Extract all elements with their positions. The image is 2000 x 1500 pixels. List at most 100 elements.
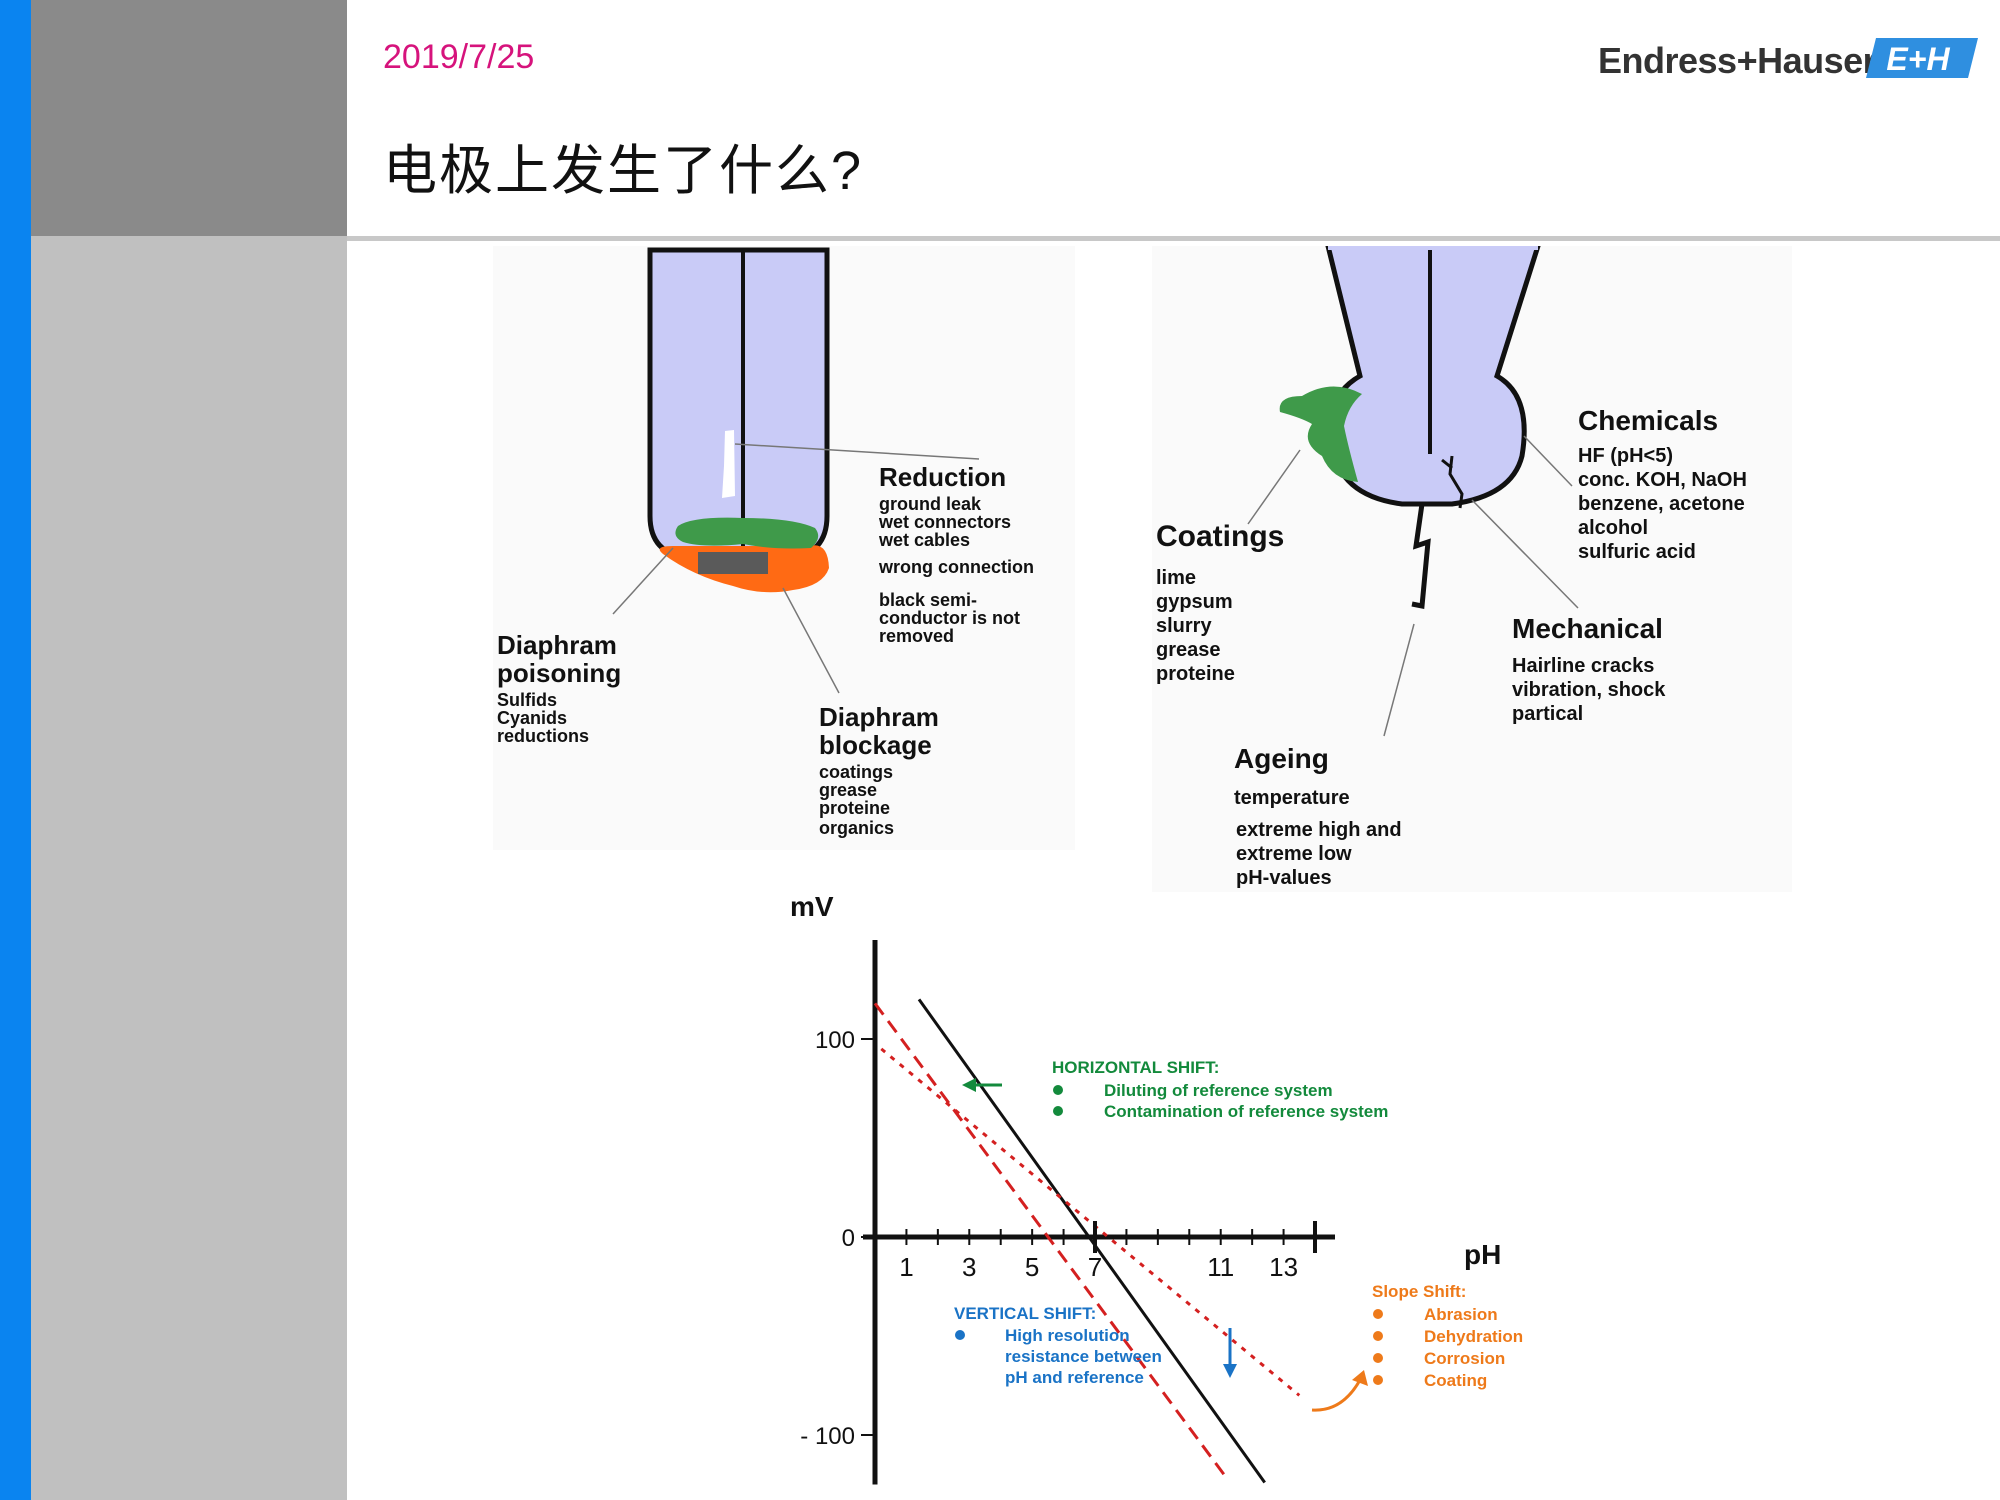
svg-text:Diluting of reference system: Diluting of reference system [1104, 1081, 1333, 1100]
svg-text:Slope Shift:: Slope Shift: [1372, 1282, 1466, 1301]
y-tick-label: - 100 [800, 1423, 855, 1450]
svg-text:HORIZONTAL SHIFT:: HORIZONTAL SHIFT: [1052, 1058, 1219, 1077]
svg-text:black semi-: black semi- [879, 590, 977, 610]
chart-x-axis-label: pH [1464, 1239, 1501, 1270]
green-bullet [1053, 1085, 1063, 1095]
glass-bulb [1325, 246, 1541, 507]
diaphram-blockage-label-group: Diaphram blockage coatings grease protei… [819, 702, 939, 838]
svg-text:pH-values: pH-values [1236, 867, 1332, 889]
svg-text:wrong connection: wrong connection [878, 557, 1034, 577]
svg-text:VERTICAL SHIFT:: VERTICAL SHIFT: [954, 1304, 1096, 1323]
vertical-shift-annotation: VERTICAL SHIFT: High resolution resistan… [954, 1304, 1162, 1387]
logo-wordmark: Endress+Hauser [1598, 40, 1877, 81]
svg-text:Diaphram: Diaphram [819, 702, 939, 732]
green-coating [675, 517, 819, 549]
green-bullet [1053, 1106, 1063, 1116]
coatings-title: Coatings [1156, 520, 1284, 553]
svg-text:reductions: reductions [497, 726, 589, 746]
slope-shift-annotation: Slope Shift: Abrasion Dehydration Corros… [1372, 1282, 1523, 1390]
y-tick-label: 100 [815, 1027, 855, 1054]
slide-date: 2019/7/25 [383, 38, 535, 76]
series-line-dashed [873, 1002, 1229, 1480]
svg-text:Abrasion: Abrasion [1424, 1305, 1498, 1324]
x-tick-label: 7 [1088, 1252, 1102, 1282]
hairline-crack [1448, 455, 1464, 509]
svg-text:grease: grease [1156, 639, 1221, 661]
series-line-solid [917, 998, 1266, 1484]
svg-text:Contamination of reference sys: Contamination of reference system [1104, 1102, 1388, 1121]
svg-text:Corrosion: Corrosion [1424, 1349, 1505, 1368]
x-tick-label: 5 [1025, 1252, 1039, 1282]
svg-text:Diaphram: Diaphram [497, 630, 617, 660]
chemicals-label-group: Chemicals HF (pH<5) conc. KOH, NaOH benz… [1578, 405, 1747, 563]
svg-text:gypsum: gypsum [1156, 591, 1233, 613]
chart-axes [863, 940, 1335, 1485]
svg-text:partical: partical [1512, 703, 1583, 725]
diaphragm-plug [698, 552, 768, 574]
header-divider [347, 236, 2000, 241]
diaphram-poisoning-label-group: Diaphram poisoning Sulfids Cyanids reduc… [497, 630, 621, 746]
mechanical-title: Mechanical [1512, 613, 1663, 644]
horizontal-shift-arrowhead [962, 1078, 976, 1092]
electrode-failure-right-diagram: Chemicals HF (pH<5) conc. KOH, NaOH benz… [1152, 246, 1792, 892]
svg-text:ground leak: ground leak [879, 494, 982, 514]
vertical-shift-arrowhead [1223, 1364, 1237, 1378]
sidebar-gray-panel [31, 236, 347, 1500]
orange-bullet [1373, 1331, 1383, 1341]
svg-text:extreme low: extreme low [1236, 843, 1352, 865]
svg-text:grease: grease [819, 780, 877, 800]
reduction-title: Reduction [879, 462, 1006, 492]
svg-text:HF (pH<5): HF (pH<5) [1578, 445, 1673, 467]
svg-text:proteine: proteine [819, 798, 890, 818]
reduction-spot [722, 430, 735, 498]
slide-title: 电极上发生了什么? [383, 141, 864, 201]
x-tick-label: 3 [962, 1252, 976, 1282]
svg-text:slurry: slurry [1156, 615, 1212, 637]
svg-text:proteine: proteine [1156, 663, 1235, 685]
x-tick-label: 11 [1207, 1252, 1234, 1282]
svg-text:poisoning: poisoning [497, 658, 621, 688]
horizontal-shift-annotation: HORIZONTAL SHIFT: Diluting of reference … [1052, 1058, 1388, 1121]
orange-bullet [1373, 1353, 1383, 1363]
svg-text:organics: organics [819, 818, 894, 838]
ageing-bolt [1411, 503, 1431, 609]
svg-text:vibration, shock: vibration, shock [1512, 679, 1666, 701]
x-tick-label: 1 [899, 1252, 913, 1282]
svg-text:Cyanids: Cyanids [497, 708, 567, 728]
svg-text:Sulfids: Sulfids [497, 690, 557, 710]
coatings-label-group: Coatings lime gypsum slurry grease prote… [1156, 520, 1284, 685]
svg-text:blockage: blockage [819, 730, 932, 760]
electrode-body [647, 247, 830, 561]
accent-sidebar [0, 0, 31, 1500]
y-tick-label: 0 [842, 1225, 855, 1252]
svg-text:conc. KOH, NaOH: conc. KOH, NaOH [1578, 469, 1747, 491]
chart-series [873, 998, 1301, 1484]
svg-text:removed: removed [879, 626, 954, 646]
svg-text:benzene, acetone: benzene, acetone [1578, 493, 1745, 515]
svg-text:Hairline cracks: Hairline cracks [1512, 655, 1654, 677]
svg-text:alcohol: alcohol [1578, 517, 1648, 539]
orange-bullet [1373, 1375, 1383, 1385]
svg-text:coatings: coatings [819, 762, 893, 782]
svg-text:wet connectors: wet connectors [878, 512, 1011, 532]
ageing-label-group: Ageing temperature extreme high and extr… [1234, 743, 1402, 889]
svg-text:conductor is not: conductor is not [879, 608, 1020, 628]
svg-text:sulfuric acid: sulfuric acid [1578, 541, 1696, 563]
logo-eh-mark: E+H [1886, 41, 1950, 77]
blue-bullet [955, 1330, 965, 1340]
header-gray-block [31, 0, 347, 236]
x-tick-label: 13 [1269, 1252, 1298, 1282]
chemicals-title: Chemicals [1578, 405, 1718, 436]
coating-blob [1279, 386, 1362, 482]
slope-shift-arrow [1311, 1379, 1362, 1412]
logo-eh-badge: E+H [1866, 38, 1978, 78]
slope-shift-arrowhead [1352, 1370, 1368, 1386]
svg-text:extreme high and: extreme high and [1236, 819, 1402, 841]
orange-bullet [1373, 1309, 1383, 1319]
ageing-title: Ageing [1234, 743, 1329, 774]
svg-text:temperature: temperature [1234, 787, 1350, 809]
svg-text:lime: lime [1156, 567, 1196, 589]
mechanical-label-group: Mechanical Hairline cracks vibration, sh… [1512, 613, 1666, 725]
